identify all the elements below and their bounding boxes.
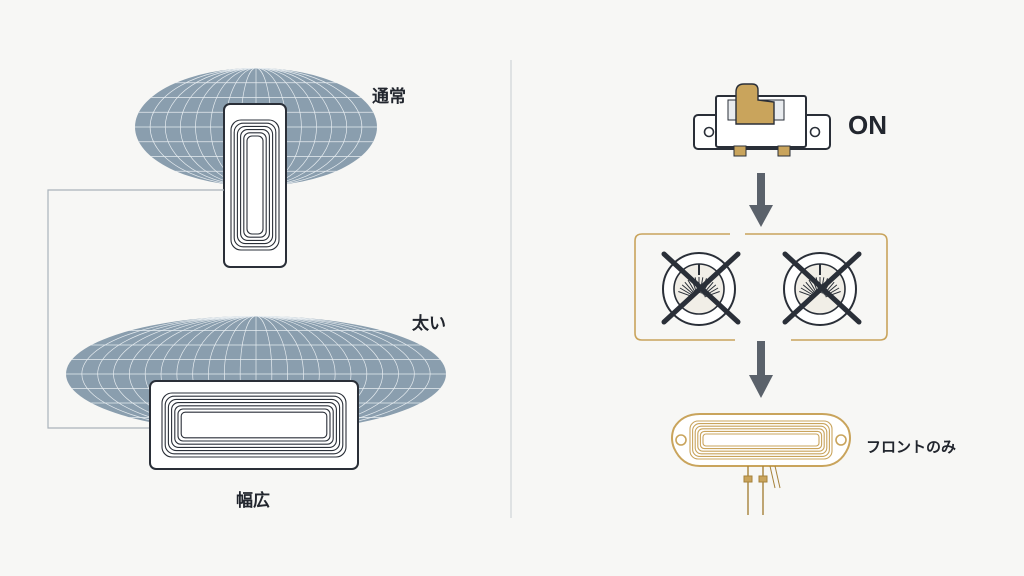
label-thick: 太い: [412, 314, 446, 334]
controls-box: [634, 233, 888, 341]
pickup-icon: [671, 413, 851, 515]
label-front-only: フロントのみ: [866, 438, 957, 456]
label-normal: 通常: [372, 87, 406, 107]
cross-out-icon: [782, 251, 862, 325]
connector-line: [47, 189, 224, 429]
cross-out-icon: [661, 251, 741, 325]
normal-pickup-coil: [230, 119, 280, 251]
normal-pickup-body: [223, 103, 287, 268]
arrow-down-icon: [749, 173, 773, 227]
label-switch-on: ON: [848, 110, 887, 140]
wide-pickup-group: [66, 316, 446, 470]
label-wide: 幅広: [236, 491, 270, 511]
arrow-down-icon: [749, 341, 773, 398]
normal-pickup-group: [135, 68, 377, 268]
slide-switch-icon: [693, 83, 831, 157]
wide-pickup-coil: [161, 392, 347, 458]
